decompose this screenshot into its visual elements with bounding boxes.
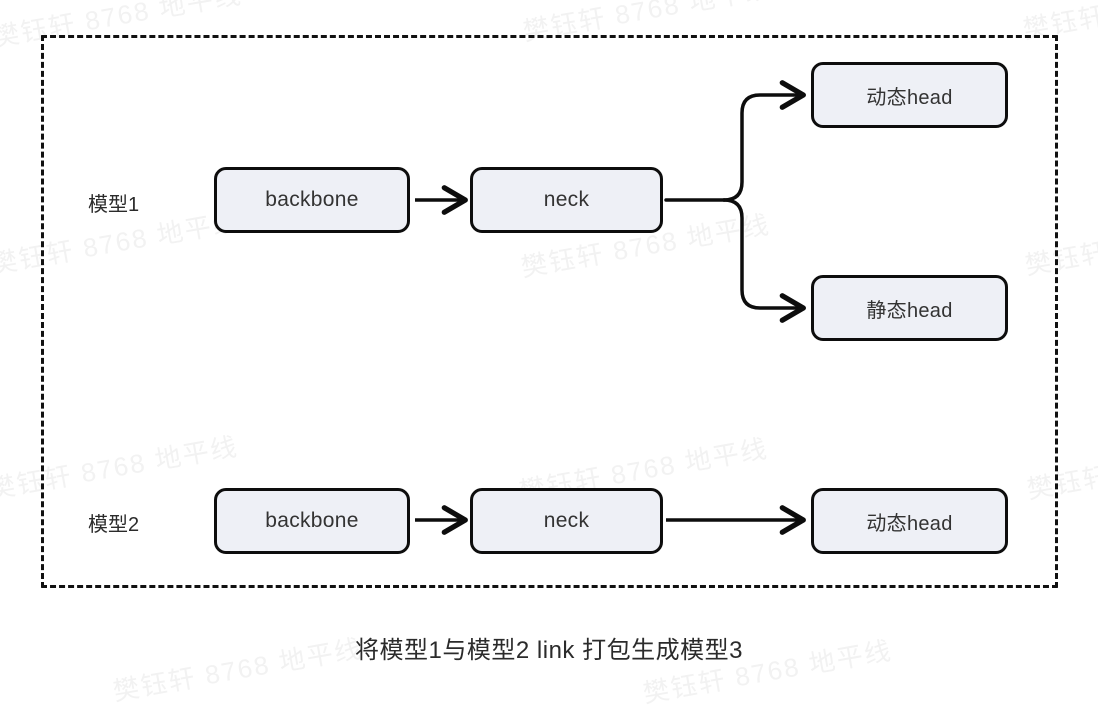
row-label-model-2: 模型2 [88,514,140,536]
node-m2-neck[interactable]: neck [470,488,663,554]
node-m2-backbone[interactable]: backbone [214,488,410,554]
node-m1-dynamic-head[interactable]: 动态head [811,62,1008,128]
model-group-boundary [41,35,1058,588]
node-m1-neck[interactable]: neck [470,167,663,233]
node-m1-backbone[interactable]: backbone [214,167,410,233]
diagram-caption: 将模型1与模型2 link 打包生成模型3 [355,637,743,664]
row-label-model-1: 模型1 [88,194,140,216]
node-m2-dynamic-head[interactable]: 动态head [811,488,1008,554]
node-m1-static-head[interactable]: 静态head [811,275,1008,341]
